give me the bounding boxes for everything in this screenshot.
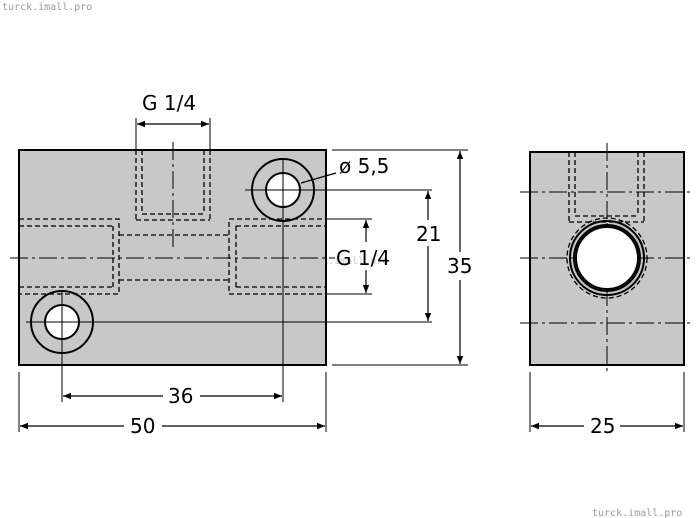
side-port-opening [566, 217, 648, 299]
top-port-label: G 1/4 [142, 91, 196, 115]
top-port-hidden-lines [135, 150, 211, 221]
hole-offset-label: 21 [416, 222, 441, 246]
side-width-label: 25 [590, 414, 615, 438]
side-top-port-hidden-lines [568, 152, 645, 223]
hole-diameter-label: ø 5,5 [339, 154, 389, 178]
front-view: ø 5,5 G 1/4 G 1/4 21 35 36 50 [10, 91, 472, 438]
diameter-leader [300, 172, 337, 184]
side-bore-hidden-lines [18, 218, 327, 295]
overall-width-label: 50 [130, 414, 155, 438]
watermark-center: turck.imall.pro [298, 256, 388, 267]
side-view: 25 [520, 143, 694, 438]
hole-spacing-label: 36 [168, 384, 193, 408]
watermark-top-left: turck.imall.pro [2, 2, 92, 13]
overall-height-label: 35 [447, 254, 472, 278]
watermark-bottom-right: turck.imall.pro [592, 508, 682, 518]
side-port-label: G 1/4 [336, 246, 390, 270]
